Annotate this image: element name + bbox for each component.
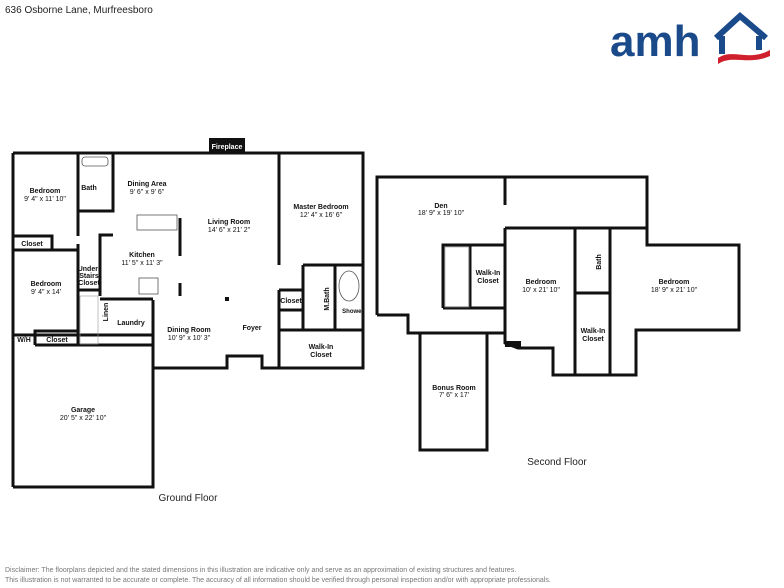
stairs xyxy=(79,295,99,345)
chimney xyxy=(505,341,521,347)
closet-label: Walk-In xyxy=(581,328,606,335)
room-label: Garage xyxy=(71,407,95,414)
closet-label: Walk-In xyxy=(476,270,501,277)
room-label: Bedroom xyxy=(31,281,62,288)
swoosh-icon xyxy=(718,50,770,64)
room-label: Bonus Room xyxy=(432,385,476,392)
room-label: Foyer xyxy=(242,325,261,332)
logo-text: amh xyxy=(610,17,700,66)
shower-label: Shower xyxy=(342,309,364,315)
house-roof-icon xyxy=(713,12,768,41)
room-dims: 20' 5" x 22' 10" xyxy=(60,415,107,422)
room-dims: 10' x 21' 10" xyxy=(522,287,560,294)
fireplace-label: Fireplace xyxy=(212,144,243,151)
kitchen-range xyxy=(138,277,159,295)
closet-label: Under- xyxy=(78,266,101,273)
room-dims: 18' 9" x 19' 10" xyxy=(418,210,465,217)
room-dims: 14' 6" x 21' 2" xyxy=(208,227,251,234)
room-dims: 18' 9" x 21' 10" xyxy=(651,287,698,294)
floor-label: Second Floor xyxy=(527,457,587,468)
room-dims: 12' 4" x 16' 6" xyxy=(300,212,343,219)
disclaimer-line-2: This illustration is not warranted to be… xyxy=(5,577,551,584)
closet-label: Closet xyxy=(477,278,499,285)
column xyxy=(225,297,229,301)
room-label: Bath xyxy=(81,185,97,192)
room-label: Master Bedroom xyxy=(293,204,348,211)
fireplace xyxy=(209,138,245,153)
bathtub xyxy=(338,270,360,302)
amh-logo: amh xyxy=(610,12,770,66)
linen-label: Linen xyxy=(103,303,110,322)
room-dims: 7' 6" x 17' xyxy=(439,392,469,399)
room-label: Living Room xyxy=(208,219,250,226)
room-dims: 9' 6" x 9' 6" xyxy=(130,189,165,196)
room-label: Bedroom xyxy=(659,279,690,286)
room-label: Dining Area xyxy=(127,181,166,188)
stairs xyxy=(444,246,470,308)
disclaimer-line-1: Disclaimer: The floorplans depicted and … xyxy=(5,567,517,574)
room-dims: 9' 4" x 11' 10" xyxy=(24,196,66,203)
closet-label: Closet xyxy=(21,241,43,248)
room-label: Den xyxy=(434,203,447,210)
room-label: Bedroom xyxy=(526,279,557,286)
closet-label: Closet xyxy=(280,298,302,305)
floor-label: Ground Floor xyxy=(159,493,219,504)
room-label: Kitchen xyxy=(129,252,155,259)
bathtub xyxy=(81,156,109,167)
water-heater-label: W/H xyxy=(17,337,31,344)
room-dims: 9' 4" x 14' xyxy=(31,289,61,296)
room-dims: 10' 9" x 10' 3" xyxy=(168,335,211,342)
room-label: Laundry xyxy=(117,320,145,327)
closet-label: Stairs xyxy=(79,273,99,280)
closet-label: Closet xyxy=(310,352,332,359)
ground-floor-walls xyxy=(11,151,365,489)
property-address: 636 Osborne Lane, Murfreesboro xyxy=(5,5,153,16)
closet-label: Closet xyxy=(582,336,604,343)
room-label: M.Bath xyxy=(324,287,331,310)
second-floor-walls xyxy=(375,175,741,452)
kitchen-sink xyxy=(136,214,178,231)
closet-label: Closet xyxy=(78,280,100,287)
room-label: Dining Room xyxy=(167,327,211,334)
closet-label: Walk-In xyxy=(309,344,334,351)
room-dims: 11' 5" x 11' 3" xyxy=(121,260,163,267)
room-label: Bath xyxy=(596,254,603,270)
closet-label: Closet xyxy=(46,337,68,344)
room-label: Bedroom xyxy=(30,188,61,195)
